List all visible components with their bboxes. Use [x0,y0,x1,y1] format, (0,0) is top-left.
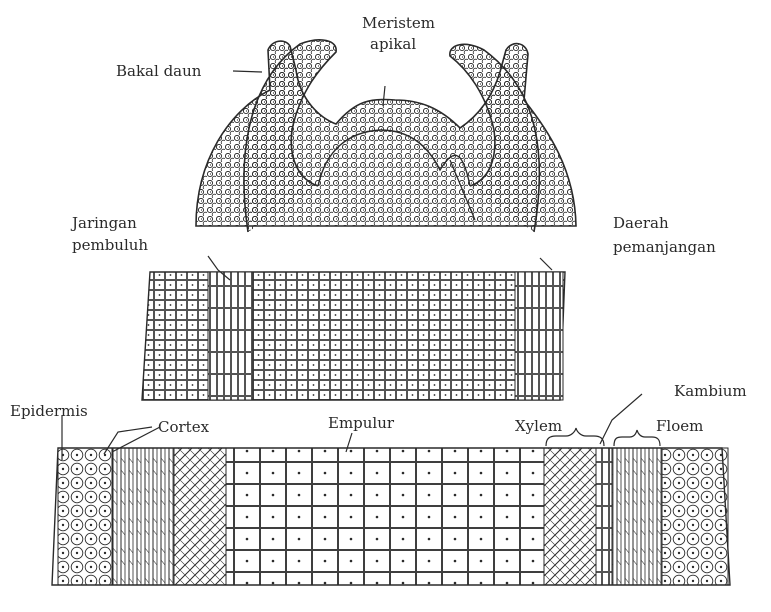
label-pembuluh: pembuluh [72,236,148,255]
label-cortex: Cortex [158,418,209,437]
label-kambium: Kambium [674,382,747,401]
label-pemanjangan: pemanjangan [613,238,716,257]
label-xylem: Xylem [515,417,562,436]
label-daerah: Daerah [613,214,669,233]
label-empulur: Empulur [328,414,394,433]
label-meristem: Meristem [362,14,435,33]
label-epidermis: Epidermis [10,402,88,421]
label-apikal: apikal [370,35,416,54]
label-floem: Floem [656,417,703,436]
mature-stem-section [52,448,730,585]
elongation-zone [142,272,565,400]
label-bakal-daun: Bakal daun [116,62,201,81]
label-jaringan: Jaringan [72,214,137,233]
